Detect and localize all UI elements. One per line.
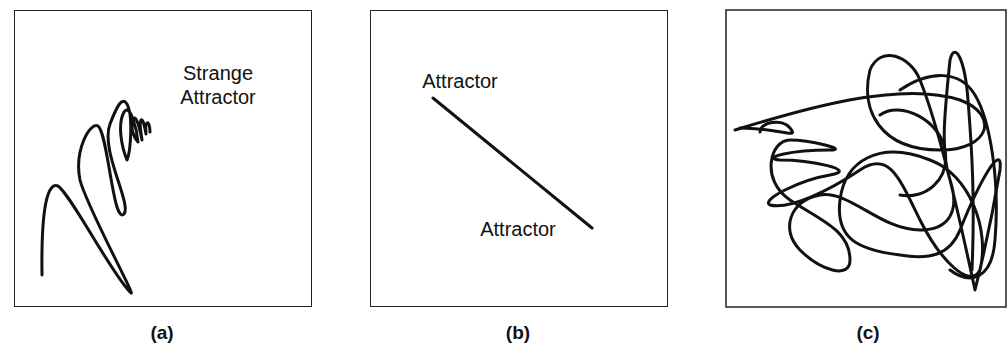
attractor-line	[433, 98, 592, 228]
chaotic-trajectory	[735, 52, 1000, 290]
chaotic-trajectory	[740, 76, 996, 278]
panel-caption: (c)	[856, 322, 879, 344]
panel-frame: Strange Attractor	[14, 10, 312, 307]
panel-caption: (a)	[150, 322, 173, 344]
attractor-label: Strange Attractor	[163, 61, 273, 109]
panel-caption: (b)	[506, 322, 530, 344]
attractor-label: Attractor	[405, 69, 515, 93]
panel-frame	[726, 10, 1006, 307]
attractor-label: Attractor	[463, 217, 573, 241]
panel-frame: AttractorAttractor	[370, 10, 668, 307]
decaying-trajectory	[42, 101, 150, 293]
